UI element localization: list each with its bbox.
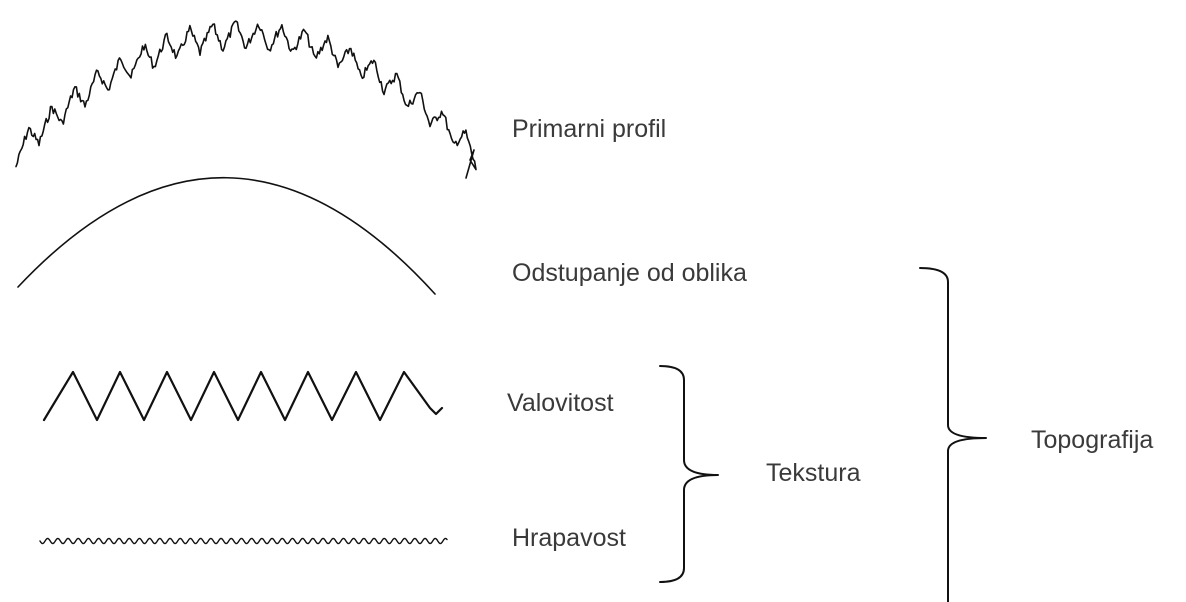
roughness-label: Hrapavost [512, 524, 626, 552]
texture-label: Tekstura [766, 459, 861, 487]
roughness-curve [39, 537, 448, 545]
form-deviation-label: Odstupanje od oblika [512, 259, 747, 287]
waviness-label: Valovitost [507, 389, 614, 417]
primary-profile-curve [15, 20, 477, 179]
waviness-curve [42, 370, 444, 422]
topography-label: Topografija [1031, 426, 1153, 454]
form-deviation-curve [17, 176, 436, 295]
texture-brace [659, 365, 719, 583]
primary-profile-label: Primarni profil [512, 115, 666, 143]
topography-brace [919, 267, 987, 602]
